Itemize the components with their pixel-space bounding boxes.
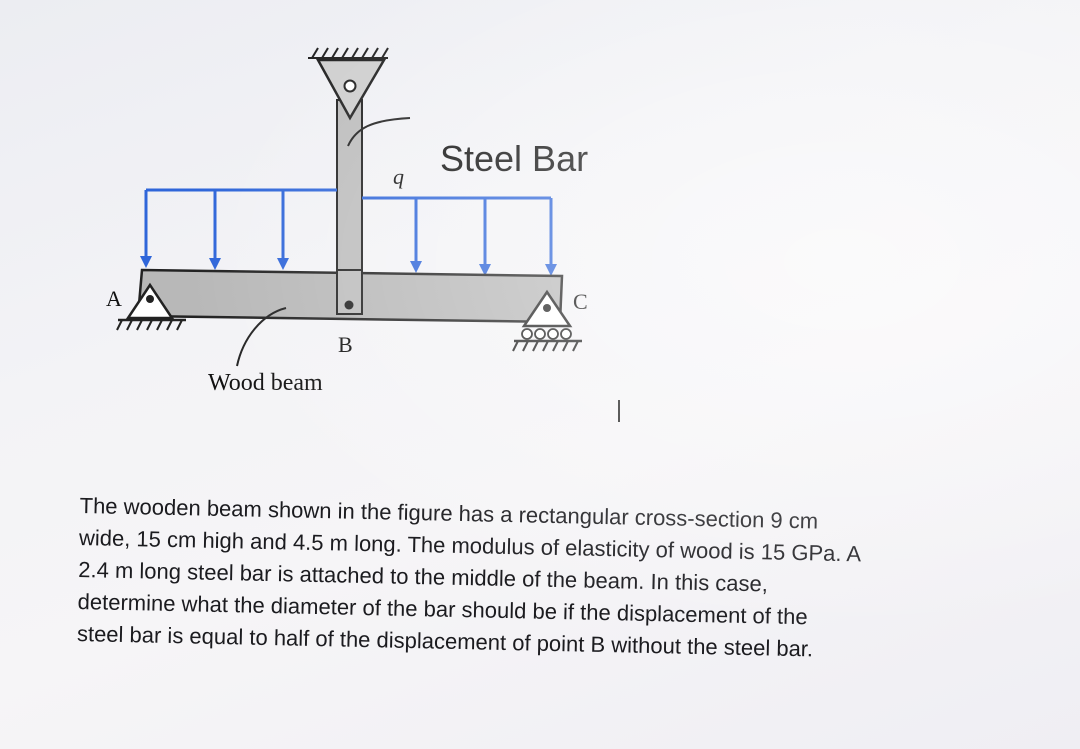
wood-beam-label: Wood beam	[208, 370, 323, 396]
ceiling-hatch	[308, 47, 389, 59]
load-q-label: q	[393, 164, 404, 189]
support-a-label: A	[106, 286, 122, 311]
steel-bar-label: Steel Bar	[440, 138, 588, 179]
text-cursor	[618, 400, 620, 422]
point-b-label: B	[338, 332, 353, 357]
support-c-label: C	[573, 289, 588, 314]
point-b-pin	[344, 300, 354, 310]
top-pin	[343, 79, 357, 93]
problem-text: The wooden beam shown in the figure has …	[76, 492, 862, 662]
